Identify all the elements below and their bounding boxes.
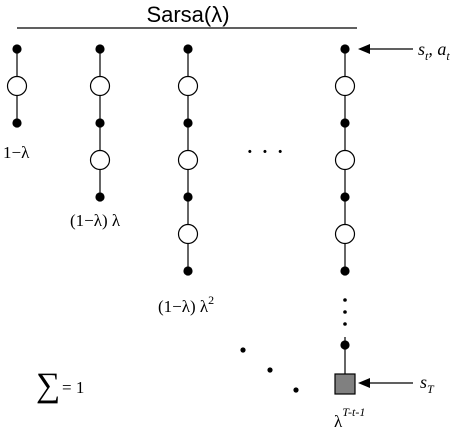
action-node: [89, 149, 111, 171]
start-state-action-label: st, at: [418, 39, 450, 63]
weight-label-3: (1−λ) λ2: [158, 293, 214, 316]
final-weight-label: λT-t-1: [334, 405, 365, 431]
action-node: [177, 75, 199, 97]
weight-label-2: (1−λ) λ: [70, 211, 121, 230]
start-arrow-head: [358, 44, 370, 54]
sum-equals-label: = 1: [62, 378, 84, 397]
action-node: [334, 223, 356, 245]
terminal-state-node: [334, 373, 356, 395]
diagonal-dot: [293, 387, 299, 393]
weight-label-3-exponent: 2: [208, 293, 214, 307]
sum-symbol: ∑: [36, 367, 60, 404]
chain-ellipsis: · · ·: [246, 137, 285, 166]
action-node: [334, 149, 356, 171]
vertical-dot: [343, 298, 347, 302]
action-node: [89, 75, 111, 97]
state-node: [95, 192, 105, 202]
action-node: [6, 75, 28, 97]
action-node: [334, 75, 356, 97]
state-node: [183, 192, 193, 202]
state-node: [95, 44, 105, 54]
weight-label-3-base: (1−λ) λ: [158, 297, 209, 316]
state-node: [12, 44, 22, 54]
state-node: [183, 266, 193, 276]
diagonal-dot: [240, 347, 246, 353]
state-node: [340, 44, 350, 54]
action-node: [177, 223, 199, 245]
weight-label-1: 1−λ: [3, 143, 30, 162]
vertical-dot: [343, 322, 347, 326]
terminal-state-label: sT: [420, 372, 435, 396]
diagram-title: Sarsa(λ): [146, 2, 229, 27]
state-node: [183, 44, 193, 54]
diagonal-dot: [267, 367, 273, 373]
state-node: [340, 192, 350, 202]
state-node: [12, 118, 22, 128]
action-node: [177, 149, 199, 171]
vertical-dot: [343, 310, 347, 314]
state-node: [340, 340, 350, 350]
state-node: [183, 118, 193, 128]
backup-chains: [6, 44, 356, 395]
state-node: [340, 118, 350, 128]
state-node: [340, 266, 350, 276]
terminal-arrow-head: [358, 378, 370, 388]
state-node: [95, 118, 105, 128]
